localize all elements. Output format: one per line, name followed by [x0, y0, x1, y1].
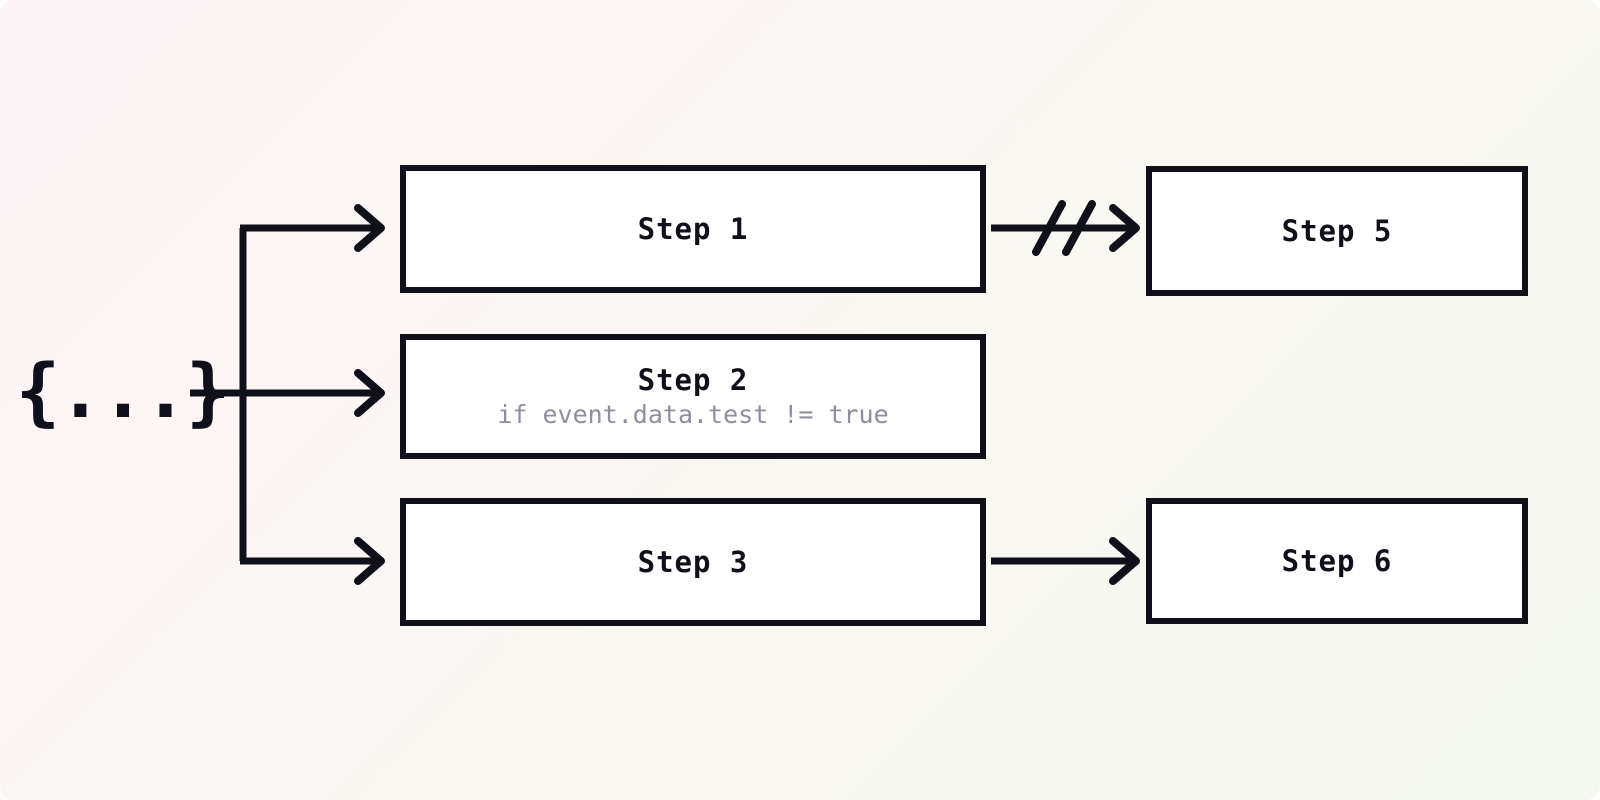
step-node-step-1[interactable]: Step 1: [400, 165, 986, 293]
step-title: Step 3: [637, 544, 749, 579]
edge-trigger-to-step-3[interactable]: [240, 537, 385, 585]
step-title: Step 2: [637, 362, 749, 397]
edge-step-3-to-step-6[interactable]: [991, 537, 1140, 585]
step-title: Step 1: [637, 211, 749, 246]
edge-step-1-to-step-5[interactable]: [991, 200, 1140, 256]
edge-trigger-to-step-2[interactable]: [190, 369, 385, 417]
step-node-step-2[interactable]: Step 2 if event.data.test != true: [400, 334, 986, 459]
blocked-slash-icon: [1032, 200, 1096, 256]
step-title: Step 6: [1281, 543, 1393, 578]
step-node-step-3[interactable]: Step 3: [400, 498, 986, 626]
step-title: Step 5: [1281, 213, 1393, 248]
trigger-node[interactable]: {...}: [16, 340, 231, 444]
edge-trigger-to-step-1[interactable]: [240, 204, 385, 252]
step-node-step-6[interactable]: Step 6: [1146, 498, 1528, 624]
step-subtitle: if event.data.test != true: [497, 400, 889, 430]
step-node-step-5[interactable]: Step 5: [1146, 166, 1528, 296]
event-payload-glyph: {...}: [15, 349, 231, 435]
